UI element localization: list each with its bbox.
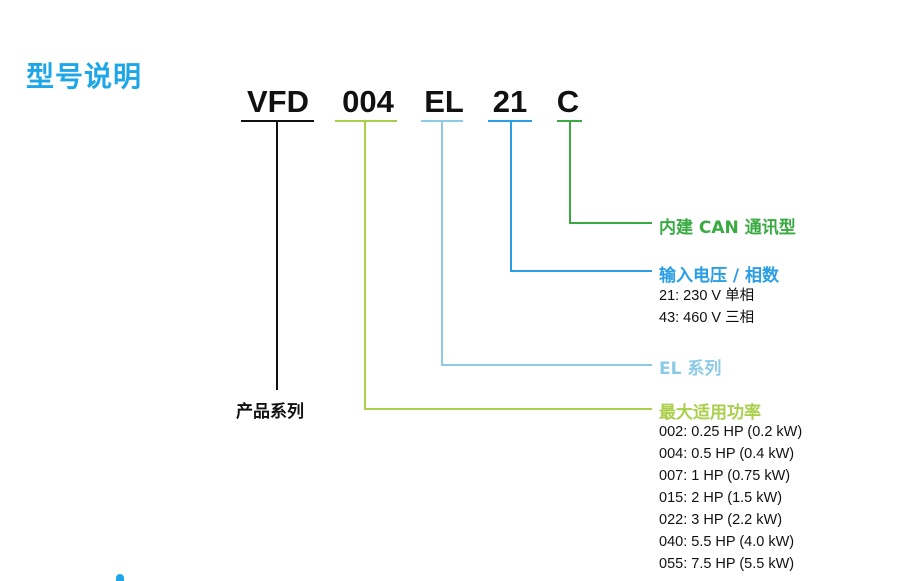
code-family: EL bbox=[424, 84, 464, 119]
code-option: C bbox=[556, 84, 580, 119]
power-option: 055: 7.5 HP (5.5 kW) bbox=[659, 556, 795, 572]
underline-power bbox=[335, 120, 397, 122]
decorative-corner-mark bbox=[116, 574, 124, 581]
power-option: 040: 5.5 HP (4.0 kW) bbox=[659, 534, 795, 550]
voltage-option: 43: 460 V 三相 bbox=[659, 310, 755, 326]
code-series: VFD bbox=[247, 84, 309, 119]
power-option: 007: 1 HP (0.75 kW) bbox=[659, 468, 791, 484]
label-option: 内建 CAN 通讯型 bbox=[659, 218, 796, 238]
connector-power-vertical bbox=[364, 120, 366, 410]
connector-voltage-horizontal bbox=[510, 270, 652, 272]
connector-option-horizontal bbox=[569, 222, 652, 224]
voltage-option: 21: 230 V 单相 bbox=[659, 288, 755, 304]
code-power: 004 bbox=[342, 84, 394, 119]
page-title: 型号说明 bbox=[26, 60, 143, 93]
connector-series-vertical bbox=[276, 120, 278, 390]
power-option: 004: 0.5 HP (0.4 kW) bbox=[659, 446, 795, 462]
code-voltage: 21 bbox=[492, 84, 528, 119]
power-option: 015: 2 HP (1.5 kW) bbox=[659, 490, 783, 506]
connector-family-horizontal bbox=[441, 364, 652, 366]
label-series: 产品系列 bbox=[236, 402, 304, 422]
connector-option-vertical bbox=[569, 120, 571, 224]
label-power: 最大适用功率 bbox=[659, 403, 761, 423]
connector-voltage-vertical bbox=[510, 120, 512, 272]
label-family: EL 系列 bbox=[659, 359, 722, 379]
label-voltage: 输入电压 / 相数 bbox=[659, 266, 780, 286]
connector-family-vertical bbox=[441, 120, 443, 366]
connector-power-horizontal bbox=[364, 408, 652, 410]
power-option: 002: 0.25 HP (0.2 kW) bbox=[659, 424, 803, 440]
power-option: 022: 3 HP (2.2 kW) bbox=[659, 512, 783, 528]
